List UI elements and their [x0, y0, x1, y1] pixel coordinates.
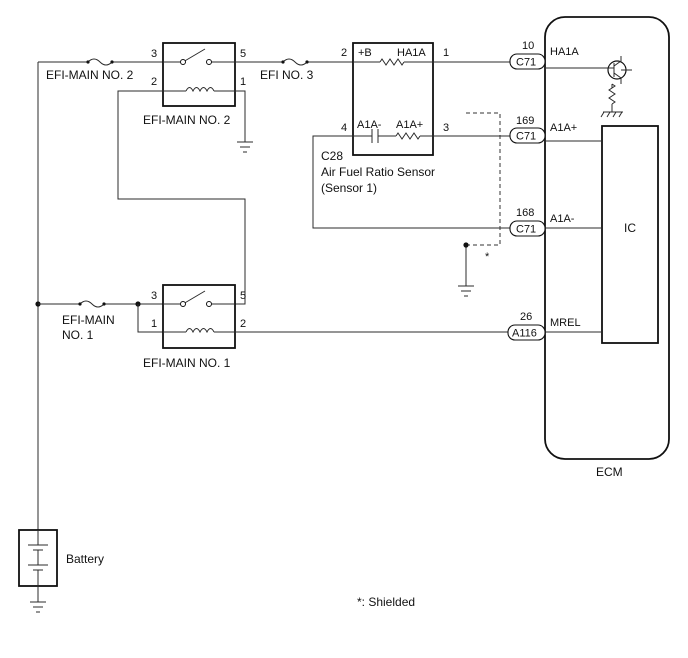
shield-ground-icon [458, 285, 474, 297]
efi-main-no1-coil-icon [163, 328, 235, 334]
relay2-pin5: 5 [240, 48, 246, 60]
shield-outline [466, 112, 501, 246]
efi-main-no2-coil-icon [163, 87, 235, 93]
connector-label: A116 [512, 328, 537, 340]
ic-label: IC [624, 221, 636, 235]
connector-label: C71 [516, 224, 536, 236]
relay1-pin1: 1 [151, 318, 157, 330]
relay2-pin1: 1 [240, 76, 246, 88]
terminal-pin: 26 [520, 311, 532, 323]
shield-marker: * [485, 251, 490, 263]
sensor-element-icon [353, 129, 433, 143]
ecm-terminal-1: C71 169 A1A+ [509, 115, 577, 144]
efi-main-no1-relay [162, 284, 236, 349]
a1a-minus-wire [312, 135, 510, 229]
ecm-terminal-3: A116 26 MREL [507, 311, 581, 341]
efi-main-no2-relay [162, 42, 236, 107]
terminal-pin: 168 [516, 207, 534, 219]
efi-main-no1-switch-icon [163, 290, 235, 307]
sensor-a1a-plus-label: A1A+ [396, 119, 423, 131]
transistor-icon [607, 56, 632, 84]
sensor-pin2: 2 [341, 47, 347, 59]
relay2-coil-feed-wire [117, 90, 246, 305]
af-sensor-box [352, 42, 434, 156]
efi-main-no2-relay-label: EFI-MAIN NO. 2 [143, 113, 231, 127]
battery-ground-icon [30, 601, 46, 613]
efi-main-no1-relay-label: EFI-MAIN NO. 1 [143, 356, 231, 370]
terminal-signal: HA1A [550, 46, 579, 58]
battery-label: Battery [66, 552, 104, 566]
terminal-pin: 10 [522, 40, 534, 52]
ecm-box [544, 16, 670, 460]
efi-main-fuse-label-line2: NO. 1 [62, 328, 94, 342]
efi-main-no2-fuse-icon [86, 58, 114, 66]
relay1-coil-feed-wire [137, 304, 163, 333]
relay2-pin3: 3 [151, 48, 157, 60]
efi-main-fuse-icon [78, 300, 106, 308]
relay1-pin3: 3 [151, 290, 157, 302]
relay1-pin2: 2 [240, 318, 246, 330]
ecm-terminal-2: C71 168 A1A- [509, 207, 575, 237]
shield-junction-dot [463, 242, 469, 248]
heater-resistor-icon [353, 58, 433, 66]
connector-label: C71 [516, 131, 536, 143]
ecm-ground-resistor-icon [600, 83, 623, 118]
sensor-code: C28 [321, 149, 343, 163]
relay2-ground-icon [237, 141, 253, 153]
terminal-signal: A1A+ [550, 122, 577, 134]
sensor-pin1: 1 [443, 47, 449, 59]
efi-main-fuse-label-line1: EFI-MAIN [62, 313, 115, 327]
efi-no3-fuse-label: EFI NO. 3 [260, 68, 314, 82]
relay1-pin5: 5 [240, 290, 246, 302]
efi-no3-fuse-icon [281, 58, 309, 66]
sensor-name-line2: (Sensor 1) [321, 181, 377, 195]
sensor-name-line1: Air Fuel Ratio Sensor [321, 165, 435, 179]
efi-main-no2-switch-icon [163, 48, 235, 65]
sensor-a1a-minus-label: A1A- [357, 119, 382, 131]
efi-main-no2-fuse-label: EFI-MAIN NO. 2 [46, 68, 134, 82]
sensor-pin3: 3 [443, 122, 449, 134]
ecm-label: ECM [596, 465, 623, 479]
ecm-terminal-0: C71 10 HA1A [509, 40, 579, 70]
terminal-signal: MREL [550, 317, 581, 329]
relay2-pin2: 2 [151, 76, 157, 88]
terminal-signal: A1A- [550, 213, 575, 225]
sensor-pin4: 4 [341, 122, 347, 134]
terminal-pin: 169 [516, 115, 534, 127]
ic-box [601, 125, 659, 344]
connector-label: C71 [516, 57, 536, 69]
shielded-note: *: Shielded [357, 595, 415, 609]
battery-icon [28, 530, 48, 586]
sensor-b-label: +B [358, 47, 372, 59]
sensor-ha1a-label: HA1A [397, 47, 426, 59]
relay2-ground-wire [235, 90, 246, 142]
